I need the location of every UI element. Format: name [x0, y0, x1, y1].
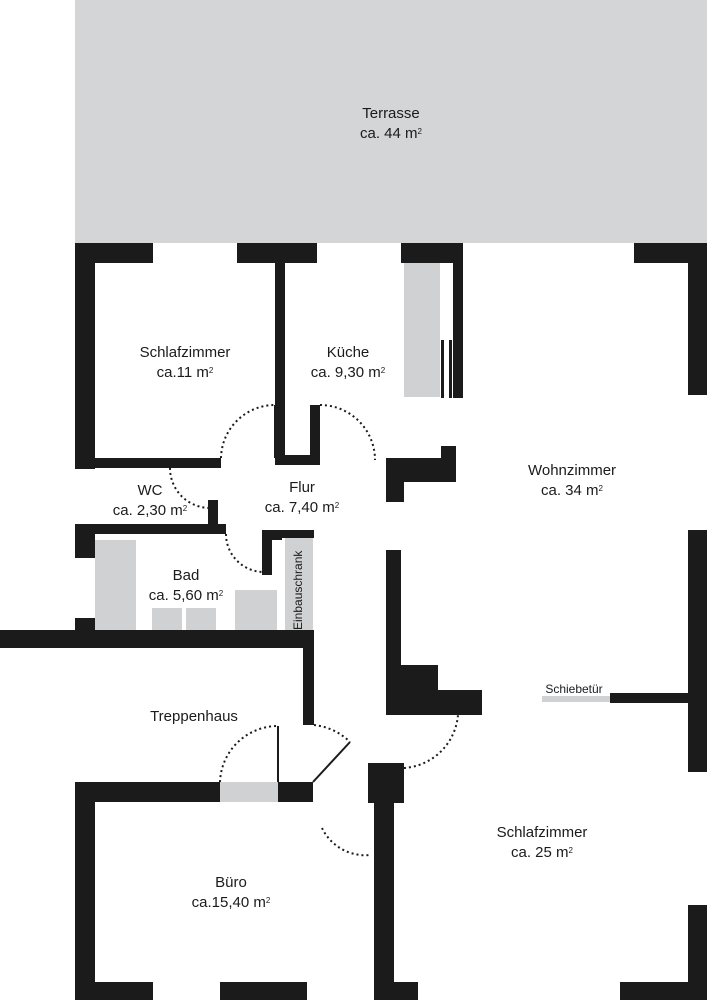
- built-in-wardrobe: [285, 538, 313, 630]
- shower: [235, 590, 277, 630]
- room-area: ca.15,40 m2: [191, 894, 271, 911]
- room-bad: Bad ca. 5,60 m2: [149, 566, 224, 606]
- room-name: Küche: [326, 344, 370, 361]
- wall: [303, 630, 314, 725]
- room-area: ca. 7,40 m2: [264, 499, 340, 516]
- room-name: Schlafzimmer: [496, 824, 588, 841]
- door-swing: [403, 714, 459, 769]
- room-name: Büro: [215, 874, 247, 891]
- wall: [374, 763, 394, 1000]
- room-name: Bad: [172, 567, 200, 584]
- wall: [75, 782, 95, 1000]
- sliding-door: [542, 696, 610, 702]
- door-swing: [225, 533, 265, 573]
- room-wc: WC ca. 2,30 m2: [113, 481, 188, 521]
- room-name: Flur: [289, 479, 315, 496]
- room-flur: Flur ca. 7,40 m2: [265, 478, 340, 518]
- room-area: ca.11 m2: [156, 364, 214, 381]
- window-frame: [441, 340, 444, 398]
- einbauschrank-label: Einbauschrank: [291, 550, 305, 630]
- wall: [75, 243, 95, 469]
- room-area: ca. 25 m2: [511, 844, 573, 861]
- room-kueche: Küche ca. 9,30 m2: [311, 343, 386, 383]
- room-wohnzimmer: Wohnzimmer ca. 34 m2: [528, 461, 616, 501]
- room-name: Terrasse: [362, 105, 420, 122]
- stair-threshold: [220, 782, 278, 802]
- wall: [75, 524, 95, 558]
- wall: [310, 405, 320, 465]
- wall: [278, 782, 313, 802]
- room-name: Treppenhaus: [150, 708, 238, 725]
- wall: [75, 458, 221, 468]
- wall: [275, 455, 320, 465]
- room-area: ca. 44 m2: [360, 125, 422, 142]
- room-buero: Büro ca.15,40 m2: [192, 873, 271, 913]
- wall: [386, 702, 458, 715]
- room-name: Schlafzimmer: [139, 344, 231, 361]
- room-treppenhaus: Treppenhaus: [150, 707, 238, 727]
- wall: [208, 500, 218, 530]
- door-swing: [219, 725, 279, 783]
- wall: [688, 905, 707, 1000]
- wall: [220, 982, 307, 1000]
- door-swing: [321, 827, 371, 857]
- wall: [0, 630, 314, 648]
- wall: [75, 524, 226, 534]
- wall: [688, 530, 707, 772]
- wall: [401, 243, 460, 263]
- wall: [75, 618, 95, 632]
- door-swing: [319, 404, 376, 461]
- wall: [688, 243, 707, 395]
- window-frame: [449, 340, 452, 398]
- door-swing: [313, 724, 351, 743]
- door-leaf: [312, 741, 351, 783]
- terrace-area: [75, 0, 707, 243]
- wall: [610, 693, 707, 703]
- wall: [374, 982, 418, 1000]
- wall: [620, 982, 707, 1000]
- bathtub: [95, 540, 136, 630]
- schiebetuer-label: Schiebetür: [545, 682, 603, 696]
- room-schlafzimmer: Schlafzimmer ca.11 m2: [140, 343, 231, 383]
- room-area: ca. 34 m2: [541, 482, 603, 499]
- wall: [453, 243, 463, 398]
- kitchen-counter: [404, 263, 440, 397]
- wall: [75, 982, 153, 1000]
- wall: [278, 530, 314, 538]
- room-name: WC: [137, 482, 163, 499]
- room-area: ca. 9,30 m2: [310, 364, 386, 381]
- room-schlafzimmer-2: Schlafzimmer ca. 25 m2: [497, 823, 588, 863]
- wall: [275, 243, 285, 465]
- wall: [262, 530, 272, 575]
- wall: [441, 446, 456, 482]
- room-area: ca. 2,30 m2: [112, 502, 188, 519]
- door-swing: [169, 467, 211, 509]
- wall: [75, 782, 220, 802]
- room-name: Wohnzimmer: [527, 462, 617, 479]
- sink: [186, 608, 216, 630]
- door-swing: [220, 404, 276, 459]
- room-terrasse: Terrasse ca. 44 m2: [360, 104, 422, 144]
- sink: [152, 608, 182, 630]
- wall: [386, 458, 404, 502]
- room-area: ca. 5,60 m2: [148, 587, 224, 604]
